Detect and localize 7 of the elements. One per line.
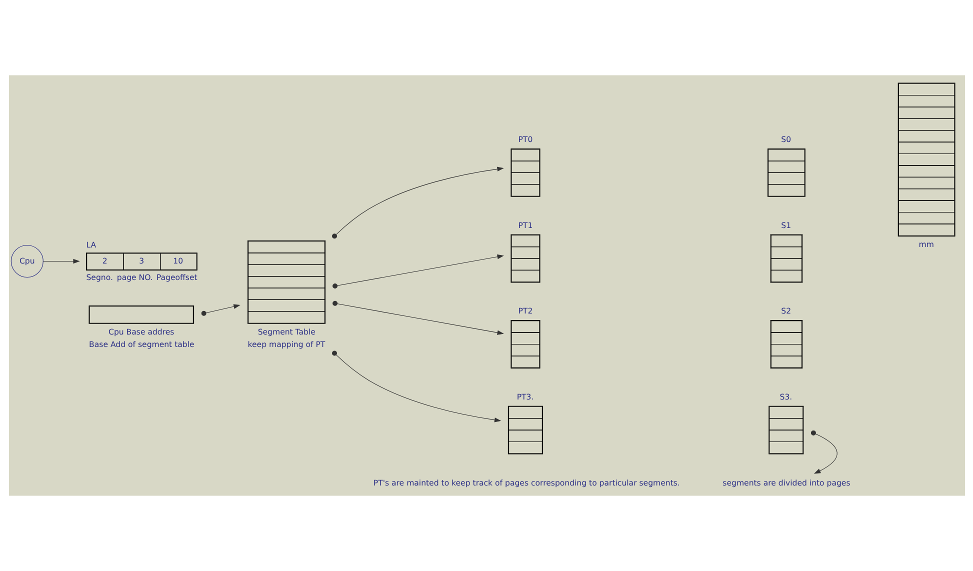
arrow — [42, 258, 80, 264]
arrow — [332, 254, 504, 288]
arrow — [332, 166, 504, 239]
arrow — [810, 430, 837, 474]
arrow — [332, 300, 504, 335]
arrow — [332, 350, 501, 422]
arrow — [200, 304, 240, 316]
